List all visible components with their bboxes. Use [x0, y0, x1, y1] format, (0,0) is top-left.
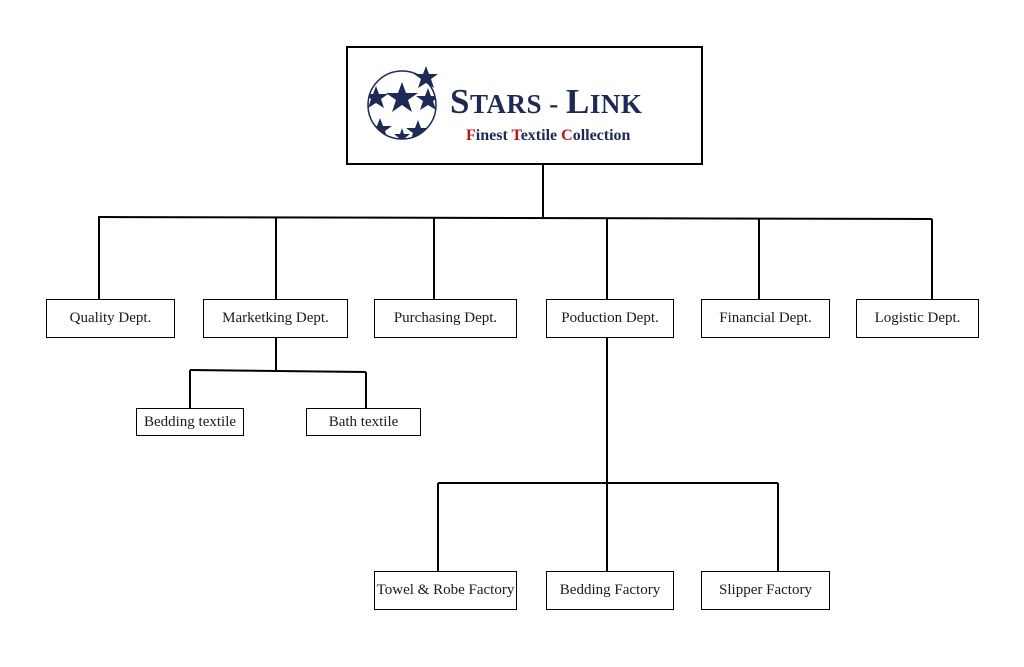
factory-towel-robe: Towel & Robe Factory	[374, 571, 517, 610]
soccer-ball-stars-icon	[367, 66, 438, 140]
dept-financial: Financial Dept.	[701, 299, 830, 338]
factory-bedding: Bedding Factory	[546, 571, 674, 610]
company-logo-box: STARS - LINK Finest Textile Collection	[346, 46, 703, 165]
factory-slipper: Slipper Factory	[701, 571, 830, 610]
dept-marketing: Marketking Dept.	[203, 299, 348, 338]
dept-quality: Quality Dept.	[46, 299, 175, 338]
dept-logistic: Logistic Dept.	[856, 299, 979, 338]
dept-production: Poduction Dept.	[546, 299, 674, 338]
unit-bedding-textile: Bedding textile	[136, 408, 244, 436]
brand-name: STARS - LINK	[450, 82, 643, 121]
dept-purchasing: Purchasing Dept.	[374, 299, 517, 338]
unit-bath-textile: Bath textile	[306, 408, 421, 436]
brand-tagline: Finest Textile Collection	[466, 127, 631, 144]
